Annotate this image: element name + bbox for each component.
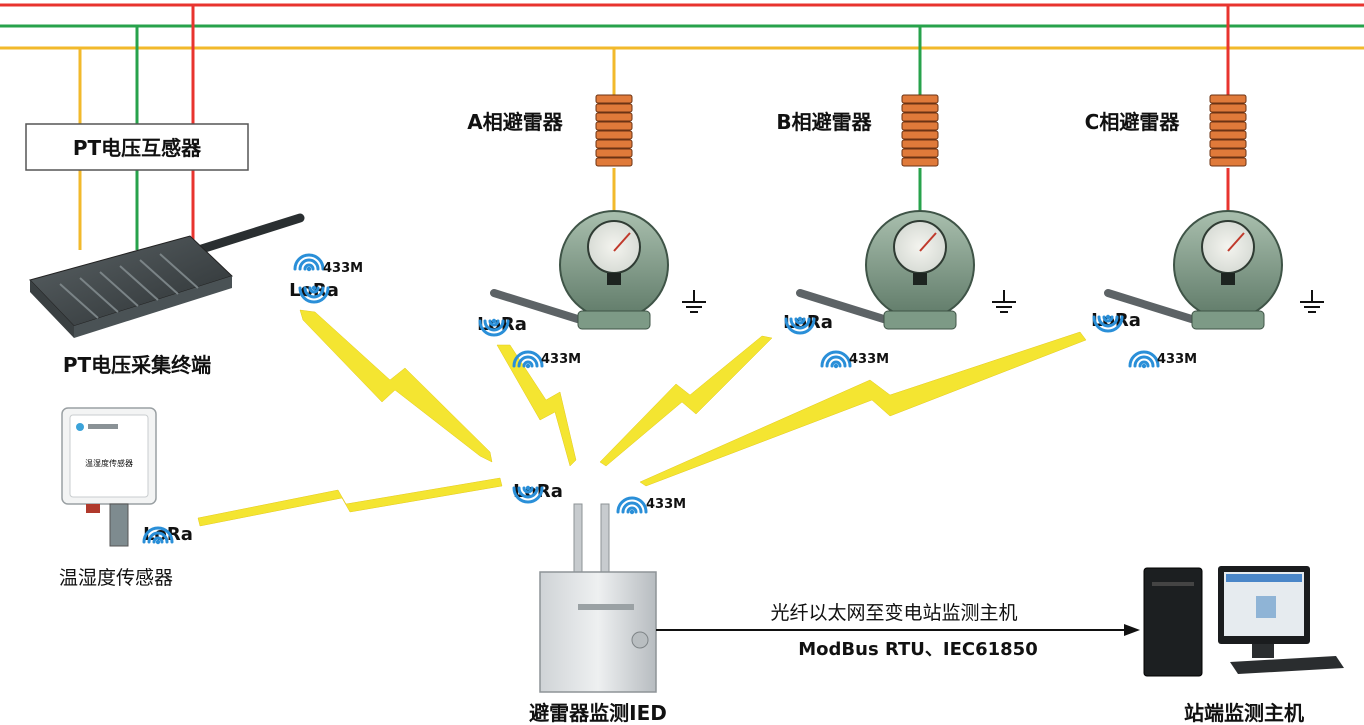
wifi-icon (293, 253, 325, 272)
arrester-disc (1209, 157, 1247, 167)
antenna-icon (573, 503, 583, 577)
wifi-icon (820, 350, 852, 369)
arrester-disc (901, 148, 939, 158)
gauge-face (893, 220, 947, 274)
ied-label: 避雷器监测IED (529, 701, 667, 725)
freq-label: 433M (1157, 352, 1197, 367)
antenna-icon (187, 213, 305, 257)
wifi-icon (1092, 314, 1124, 333)
gauge-face (1201, 220, 1255, 274)
freq-label: 433M (541, 352, 581, 367)
wifi-icon (478, 318, 510, 337)
antenna-icon (796, 289, 894, 325)
wireless-links (197, 309, 1087, 527)
wifi-icon (142, 526, 174, 545)
arrester-disc (1209, 94, 1247, 104)
gauge-needle (613, 232, 631, 252)
lora-badges: 433M LoRa LoRa 433M LoRa 433M LoRa 433M … (142, 253, 1197, 545)
arrester-disc (1209, 121, 1247, 131)
pt-terminal-device: PT电压采集终端 (29, 213, 305, 377)
arrester-disc (1209, 130, 1247, 140)
sensor-probe (109, 503, 129, 547)
wifi-icon (298, 285, 330, 304)
arrester-disc (595, 130, 633, 140)
arrester-disc (901, 94, 939, 104)
arrester-disc (1209, 103, 1247, 113)
freq-label: 433M (646, 497, 686, 512)
arrester-stack-c (1209, 94, 1247, 167)
lightning-bolt-icon (639, 331, 1087, 487)
gauge-needle (1227, 232, 1245, 252)
arrester-disc (901, 112, 939, 122)
arrester-c-label: C相避雷器 (1085, 110, 1181, 134)
pt-transformer: PT电压互感器 (25, 123, 249, 171)
freq-label: 433M (323, 261, 363, 276)
temp-humidity-sensor: 温湿度传感器 温湿度传感器 (59, 407, 173, 589)
arrester-disc (1209, 148, 1247, 158)
arrester-disc (901, 103, 939, 113)
wifi-icon (512, 485, 544, 504)
arrester-a-label: A相避雷器 (467, 110, 563, 134)
ground-icon (992, 290, 1016, 313)
pc-tower (1143, 567, 1203, 677)
arrester-disc (595, 121, 633, 131)
arrester-disc (595, 94, 633, 104)
wifi-icon (512, 350, 544, 369)
lightning-bolt-icon (599, 335, 773, 467)
arrester-disc (595, 103, 633, 113)
pt-transformer-box (25, 123, 249, 171)
lightning-bolt-icon (197, 477, 503, 527)
pt-terminal-label: PT电压采集终端 (63, 353, 211, 377)
arrester-disc (901, 130, 939, 140)
counter-window (913, 273, 927, 285)
arrester-disc (595, 157, 633, 167)
antenna-icon (1104, 289, 1202, 325)
gauge-needle (919, 232, 937, 252)
protocol-label: ModBus RTU、IEC61850 (798, 639, 1037, 660)
arrester-monitoring-ied: 避雷器监测IED (529, 503, 667, 725)
arrester-disc (595, 148, 633, 158)
arrester-disc (901, 157, 939, 167)
arrester-monitor-c (1104, 210, 1283, 330)
arrester-disc (901, 121, 939, 131)
wifi-icon (616, 496, 648, 515)
wifi-icon (1128, 350, 1160, 369)
antenna-icon (600, 503, 610, 577)
arrester-disc (1209, 139, 1247, 149)
arrester-disc (1209, 112, 1247, 122)
gauge-face (587, 220, 641, 274)
arrester-monitor-a (490, 210, 669, 330)
arrow-head-icon (1124, 624, 1140, 636)
arrester-monitor-b (796, 210, 975, 330)
ied-cabinet (539, 571, 657, 693)
host-label: 站端监测主机 (1184, 701, 1304, 725)
fiber-link-label: 光纤以太网至变电站监测主机 (770, 602, 1017, 624)
lightning-bolt-icon (496, 344, 577, 467)
arrester-stack-a (595, 94, 633, 167)
sensor-face-label: 温湿度传感器 (85, 458, 133, 468)
ground-icon (682, 290, 706, 313)
fiber-link: 光纤以太网至变电站监测主机 ModBus RTU、IEC61850 (656, 602, 1140, 660)
desktop-computer-icon: 站端监测主机 (1143, 566, 1344, 725)
ground-icon (1300, 290, 1324, 313)
freq-label: 433M (849, 352, 889, 367)
temp-sensor-label: 温湿度传感器 (59, 567, 173, 589)
wifi-icon (784, 316, 816, 335)
antenna-icon (490, 289, 588, 325)
arrester-disc (595, 112, 633, 122)
counter-window (1221, 273, 1235, 285)
lightning-bolt-icon (299, 309, 493, 463)
counter-window (607, 273, 621, 285)
arrester-disc (901, 139, 939, 149)
arrester-b-label: B相避雷器 (776, 110, 872, 134)
pt-transformer-label: PT电压互感器 (73, 136, 202, 160)
keyboard (1230, 656, 1344, 674)
arrester-stack-b (901, 94, 939, 167)
arrester-disc (595, 139, 633, 149)
